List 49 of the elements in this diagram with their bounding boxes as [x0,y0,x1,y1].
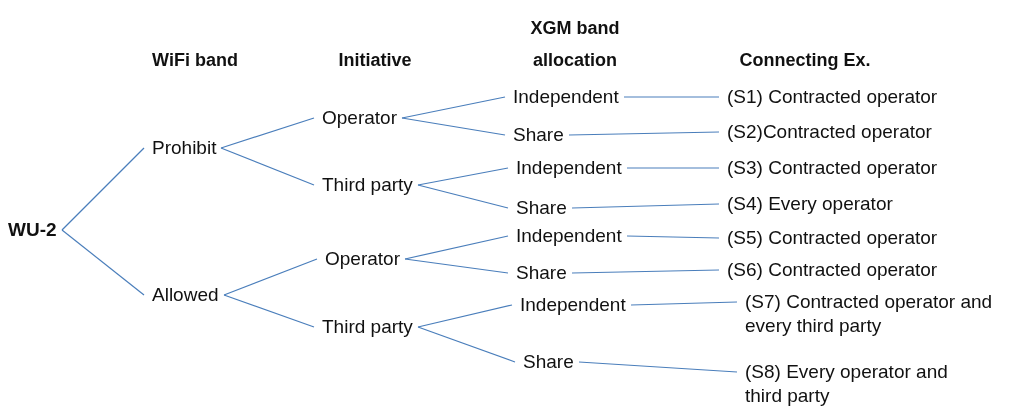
tree-label: (S1) Contracted operator [727,85,938,109]
tree-label: Third party [322,173,413,197]
connector-line [404,235,509,260]
tree-label: Share [516,196,567,220]
connector-line [623,96,720,98]
tree-label: Third party [322,315,413,339]
connector-line [630,301,738,306]
tree-label: Independent [516,224,622,248]
tree-label: WU-2 [8,218,57,242]
connector-line [571,203,720,209]
tree-label: Independent [516,156,622,180]
tree-label: (S8) Every operator and third party [745,360,985,408]
column-heading: Connecting Ex. [738,49,872,72]
tree-label: (S5) Contracted operator [727,226,938,250]
connector-line [404,258,509,274]
tree-label: Prohibit [152,136,217,160]
connector-line [417,184,509,209]
connector-line [61,147,145,231]
connector-line [223,294,315,328]
column-heading: WiFi band [151,49,239,72]
connector-line [626,235,720,239]
tree-label: (S7) Contracted operator and every third party [745,290,1025,338]
column-heading: XGM band allocation [529,17,621,72]
connector-line [417,304,513,328]
connector-line [401,96,506,119]
connector-line [568,131,720,136]
connector-line [626,167,720,169]
connector-line [571,269,720,274]
tree-label: (S3) Contracted operator [727,156,938,180]
connector-line [220,117,315,149]
tree-label: Share [513,123,564,147]
connector-line [417,167,509,186]
tree-label: Allowed [152,283,219,307]
connector-line [223,258,318,296]
tree-label: Share [516,261,567,285]
connector-line [401,117,506,136]
connector-line [417,326,516,363]
tree-label: Operator [325,247,400,271]
tree-label: Independent [513,85,619,109]
tree-label: Operator [322,106,397,130]
column-heading: Initiative [337,49,413,72]
tree-label: (S4) Every operator [727,192,893,216]
tree-label: Share [523,350,574,374]
connector-line [61,229,145,296]
connector-line [220,147,315,186]
tree-label: Independent [520,293,626,317]
connector-line [578,361,738,373]
tree-label: (S6) Contracted operator [727,258,938,282]
tree-label: (S2)Contracted operator [727,120,932,144]
